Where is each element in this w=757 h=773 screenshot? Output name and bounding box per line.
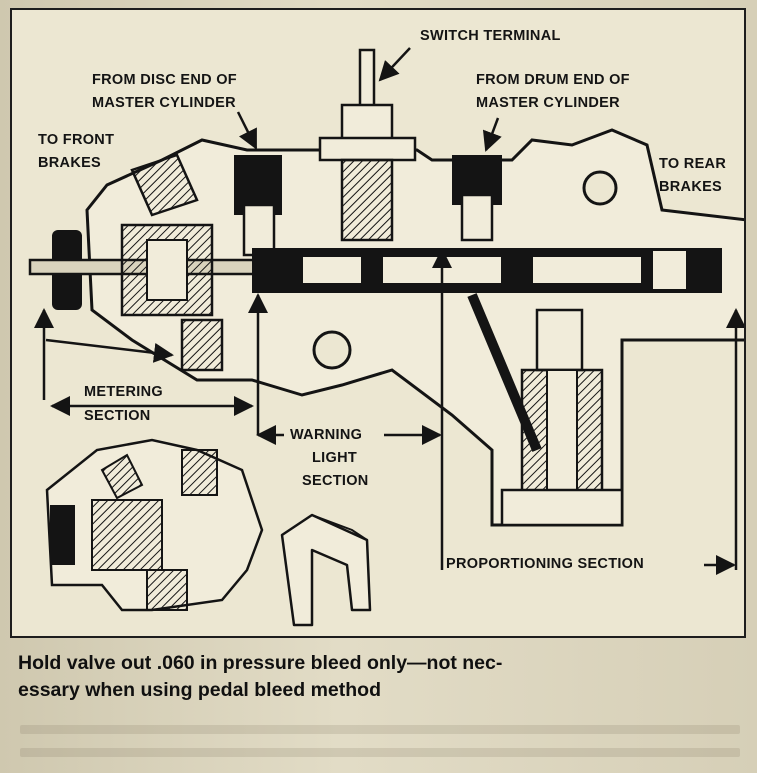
warning-light-label-line1: WARNING (290, 427, 363, 443)
from-disc-label-line1: FROM DISC END OF (92, 72, 237, 88)
to-front-brakes-label-line2: BRAKES (38, 155, 102, 171)
caption-line-2: essary when using pedal bleed method (18, 679, 382, 701)
to-rear-brakes-label-line2: BRAKES (659, 179, 723, 195)
figure-caption: Hold valve out .060 in pressure bleed on… (18, 650, 738, 704)
page-text-bleed (20, 725, 740, 734)
metering-detail-inset (45, 438, 264, 612)
caption-line-1: Hold valve out .060 in pressure bleed on… (18, 652, 503, 674)
metering-assembly (28, 153, 257, 372)
spacer-clip (280, 513, 372, 627)
from-drum-label-line1: FROM DRUM END OF (476, 72, 630, 88)
from-drum-label-line2: MASTER CYLINDER (476, 95, 620, 111)
metering-section-label-line2: SECTION (84, 408, 151, 424)
warning-light-label-line2: LIGHT (312, 450, 357, 466)
proportioning-assembly (467, 293, 624, 527)
switch-terminal-assembly (318, 48, 417, 242)
drum-inlet-fitting (452, 155, 502, 242)
page-text-bleed (20, 748, 740, 757)
valve-diagram: SWITCH TERMINAL FROM DISC END OF MASTER … (10, 8, 746, 638)
disc-inlet-fitting (234, 155, 282, 257)
from-disc-label-line2: MASTER CYLINDER (92, 95, 236, 111)
to-rear-brakes-label-line1: TO REAR (659, 156, 727, 172)
switch-terminal-label: SWITCH TERMINAL (420, 28, 561, 44)
metering-section-label-line1: METERING (84, 384, 163, 400)
warning-light-label-line3: SECTION (302, 473, 369, 489)
leader-arrows (34, 47, 744, 575)
proportioning-section-label: PROPORTIONING SECTION (446, 556, 645, 572)
to-front-brakes-label-line1: TO FRONT (38, 132, 115, 148)
warning-light-piston (252, 248, 722, 293)
valve-drawing (28, 47, 744, 627)
